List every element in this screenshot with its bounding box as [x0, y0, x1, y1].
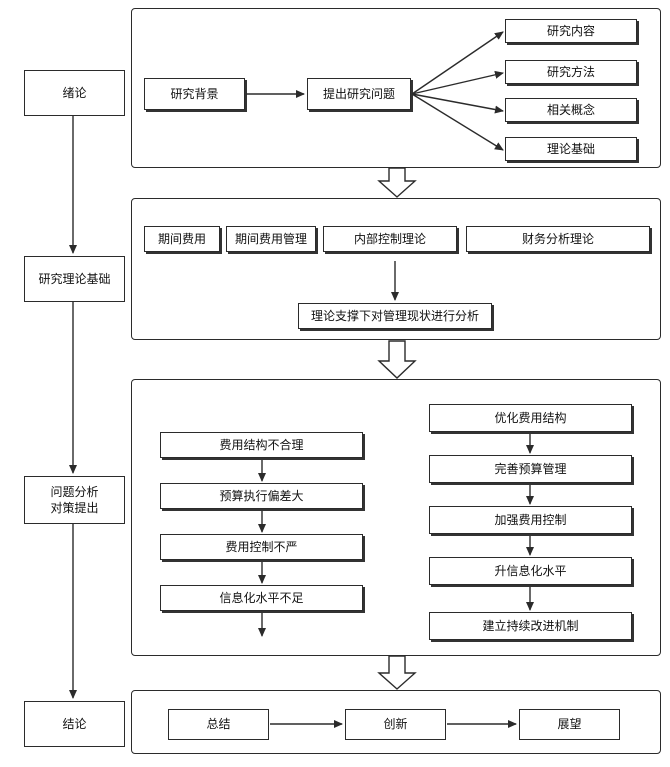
financial-analysis-theory-box: 财务分析理论	[466, 226, 650, 252]
related-concept-box: 相关概念	[505, 98, 637, 122]
problem-budget-deviation-box: 预算执行偏差大	[160, 483, 363, 509]
solution-informatization-box: 升信息化水平	[429, 557, 632, 585]
theory-basis-box: 理论基础	[505, 137, 637, 161]
solution-expense-control-box: 加强费用控制	[429, 506, 632, 534]
innovation-box: 创新	[345, 709, 446, 740]
stage-analysis: 问题分析 对策提出	[24, 476, 125, 524]
internal-control-theory-box: 内部控制理论	[323, 226, 457, 252]
period-expense-management-box: 期间费用管理	[226, 226, 316, 252]
problem-informatization-box: 信息化水平不足	[160, 585, 363, 611]
outlook-box: 展望	[519, 709, 620, 740]
research-question-box: 提出研究问题	[307, 78, 411, 110]
question-to-content-arrow	[411, 31, 504, 95]
solution-continuous-improvement-box: 建立持续改进机制	[429, 612, 632, 640]
research-background-box: 研究背景	[144, 78, 245, 110]
research-content-box: 研究内容	[505, 19, 637, 43]
section-transition-arrow-1	[377, 167, 417, 198]
question-to-theory-arrow	[411, 93, 504, 151]
summary-box: 总结	[168, 709, 269, 740]
stage-conclusion: 结论	[24, 701, 125, 747]
research-method-box: 研究方法	[505, 60, 637, 84]
problem-expense-control-box: 费用控制不严	[160, 534, 363, 560]
theory-support-analysis-box: 理论支撑下对管理现状进行分析	[298, 303, 492, 329]
section-transition-arrow-2	[377, 340, 417, 379]
solution-optimize-structure-box: 优化费用结构	[429, 404, 632, 432]
stage-intro: 绪论	[24, 70, 125, 116]
question-to-concept-arrow	[411, 93, 504, 114]
solution-budget-management-box: 完善预算管理	[429, 455, 632, 483]
stage-theory: 研究理论基础	[24, 256, 125, 302]
section-transition-arrow-3	[377, 655, 417, 690]
problem-expense-structure-box: 费用结构不合理	[160, 432, 363, 458]
period-expense-box: 期间费用	[144, 226, 220, 252]
question-to-method-arrow	[411, 70, 504, 95]
